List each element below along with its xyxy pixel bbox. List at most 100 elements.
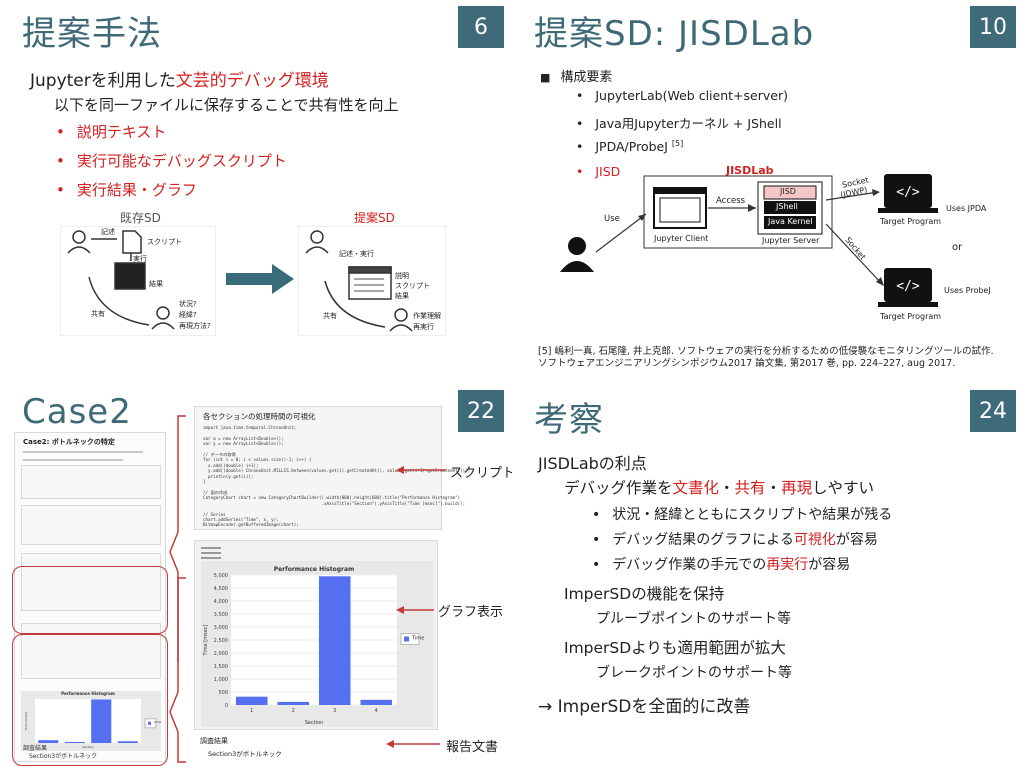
y-axis-label: Time [msec]: [203, 624, 209, 656]
y-tick-label: 500: [218, 690, 228, 696]
label-record-run: 記述・実行: [339, 250, 374, 258]
client-label: Jupyter Client: [654, 234, 709, 243]
stack-jisd: JISD: [780, 187, 796, 196]
or-label: or: [952, 242, 963, 253]
page-number-badge: 6: [458, 6, 504, 48]
performance-histogram: 05001,0001,5002,0002,5003,0003,5004,0004…: [201, 561, 433, 727]
stack-jshell: JShell: [776, 202, 798, 211]
label-question: 再現方法?: [179, 322, 211, 330]
label-share: 共有: [91, 310, 105, 318]
left-arrow-icon: [386, 740, 440, 748]
section-heading: 構成要素: [540, 66, 612, 85]
legend-swatch: [404, 636, 409, 642]
y-tick-label: 1,500: [214, 664, 228, 670]
lead-highlight: 文芸的デバッグ環境: [175, 71, 329, 91]
citation: [5]: [671, 139, 684, 148]
slide-title: 考察: [534, 400, 604, 440]
x-axis-label: Section: [82, 745, 93, 749]
summary-reproduce: 再現: [781, 479, 813, 497]
y-axis-label: Time [msec]: [24, 712, 28, 732]
y-tick-label: 2,500: [214, 638, 228, 644]
bar: [91, 699, 112, 743]
point-highlight: 可視化: [793, 532, 836, 548]
bullet-text: JupyterLab(Web client+server): [595, 88, 788, 103]
point-item: デバッグ結果のグラフによる可視化が容易: [592, 529, 878, 549]
label-run: 実行: [133, 255, 147, 263]
lead-prefix: Jupyterを利用した: [30, 71, 176, 91]
uses-jpda-label: Uses JPDA: [946, 204, 987, 213]
bar: [235, 696, 268, 705]
advantages-heading: JISDLabの利点: [538, 454, 647, 473]
callout-report: 報告文書: [446, 740, 499, 755]
slide-proposed-method: 提案手法 6 Jupyterを利用した文芸的デバッグ環境 以下を同一ファイルに保…: [0, 0, 512, 384]
highlight-graph-oval: [12, 634, 168, 766]
bar: [64, 741, 85, 743]
target-program-label: Target Program: [880, 312, 942, 321]
proposed-sd-title: 提案SD: [354, 211, 395, 225]
label-question: 状況?: [179, 300, 197, 308]
plot-area: [35, 699, 141, 743]
y-tick-label: 0: [225, 703, 228, 709]
bar: [318, 576, 351, 705]
chart-title: Performance Histogram: [61, 691, 115, 696]
bar: [38, 740, 59, 743]
bar: [277, 701, 310, 705]
point-item: 状況・経緯とともにスクリプトや結果が残る: [592, 504, 892, 524]
bar: [360, 699, 393, 705]
conclusion-text: → ImperSDを全面的に改善: [538, 697, 751, 717]
slide-title: Case2: [22, 392, 132, 432]
page-number-badge: 10: [970, 6, 1016, 48]
left-arrow-icon: [396, 466, 446, 474]
code-icon: </>: [896, 279, 920, 294]
mini-report-heading: 調査結果: [23, 745, 48, 752]
slide-case2: Case2 22 Case2: ボトルネックの特定 Performance Hi…: [0, 384, 512, 768]
label-question: 経緯?: [179, 311, 197, 319]
impersd-scope-detail: ブレークポイントのサポート等: [596, 665, 792, 681]
architecture-illustration: </> </>: [560, 174, 938, 307]
x-tick-label: 4: [375, 708, 378, 714]
bullet-item: 説明テキスト: [56, 121, 167, 142]
summary-post: しやすい: [812, 479, 874, 497]
left-arrow-icon: [396, 606, 434, 614]
jisdlab-label: JISDLab: [726, 164, 774, 177]
code-cell-title: 各セクションの処理時間の可視化: [203, 412, 316, 421]
code-icon: </>: [896, 185, 920, 200]
legend-label: Time: [153, 720, 161, 724]
bullet-text: JISD: [595, 164, 621, 179]
point-text: デバッグ結果のグラフによる: [612, 532, 794, 548]
bullet-item: JISD: [576, 164, 620, 179]
summary-sep: ・: [719, 479, 735, 497]
bracket-connector: [169, 415, 186, 763]
y-tick-label: 2,000: [214, 651, 228, 657]
summary-pre: デバッグ作業を: [564, 479, 673, 497]
server-label: Jupyter Server: [762, 236, 820, 245]
label-script: スクリプト: [147, 238, 182, 246]
y-tick-label: 4,000: [214, 599, 228, 605]
label-doc: 結果: [395, 292, 409, 300]
page-number-badge: 24: [970, 390, 1016, 432]
existing-sd-title: 既存SD: [120, 211, 161, 225]
x-tick-label: 2: [292, 708, 295, 714]
summary-share: 共有: [734, 479, 766, 497]
bar: [117, 741, 138, 743]
uses-probej-label: Uses ProbeJ: [944, 286, 991, 295]
point-text: デバッグ作業の手元での: [612, 557, 767, 573]
report-item: Section3がボトルネック: [208, 750, 282, 758]
point-text: が容易: [808, 557, 851, 573]
point-text: 状況・経緯とともにスクリプトや結果が残る: [612, 507, 893, 523]
summary-doc: 文書化: [672, 479, 720, 497]
bullet-item: 実行可能なデバッグスクリプト: [56, 150, 287, 171]
right-arrow-icon: [226, 264, 294, 294]
impersd-keep-heading: ImperSDの機能を保持: [564, 585, 725, 603]
bullet-text: Java用Jupyterカーネル + JShell: [595, 116, 782, 131]
use-label: Use: [604, 214, 620, 224]
existing-sd-illustration: [67, 230, 175, 330]
label-result: 結果: [149, 280, 163, 288]
notebook-title: Case2: ボトルネックの特定: [23, 438, 115, 446]
label-record: 記述: [101, 228, 115, 236]
mini-report-item: Section3がボトルネック: [29, 753, 98, 760]
point-item: デバッグ作業の手元での再実行が容易: [592, 554, 850, 574]
report-heading: 調査結果: [200, 737, 228, 745]
